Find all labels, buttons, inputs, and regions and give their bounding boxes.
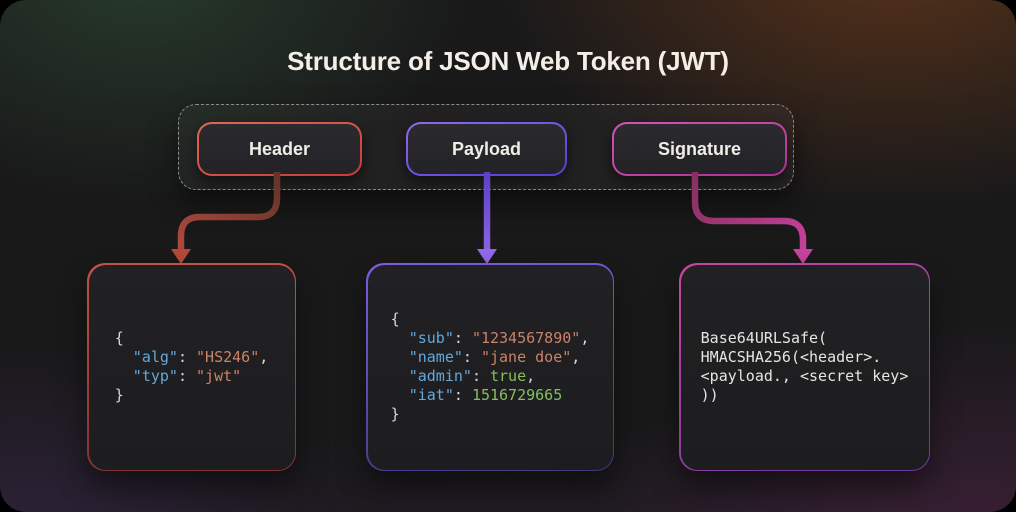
signature-arrowhead-icon: [793, 249, 813, 264]
payload-json-code: { "sub": "1234567890", "name": "jane doe…: [390, 310, 590, 423]
payload-code-box: { "sub": "1234567890", "name": "jane doe…: [366, 263, 614, 471]
token-part-signature: Signature: [612, 122, 787, 176]
token-part-payload-label: Payload: [408, 124, 565, 174]
diagram-title: Structure of JSON Web Token (JWT): [287, 46, 729, 76]
header-json-code: { "alg": "HS246", "typ": "jwt"}: [114, 329, 269, 404]
header-arrowhead-icon: [171, 249, 191, 264]
payload-arrowhead-icon: [477, 249, 497, 264]
token-part-signature-label: Signature: [614, 124, 785, 174]
token-part-payload: Payload: [406, 122, 567, 176]
header-code-box: { "alg": "HS246", "typ": "jwt"}: [87, 263, 296, 471]
token-part-header-label: Header: [199, 124, 360, 174]
token-part-header: Header: [197, 122, 362, 176]
signature-code-box: Base64URLSafe(HMACSHA256(<header>.<paylo…: [679, 263, 930, 471]
signature-formula-code: Base64URLSafe(HMACSHA256(<header>.<paylo…: [700, 329, 909, 404]
